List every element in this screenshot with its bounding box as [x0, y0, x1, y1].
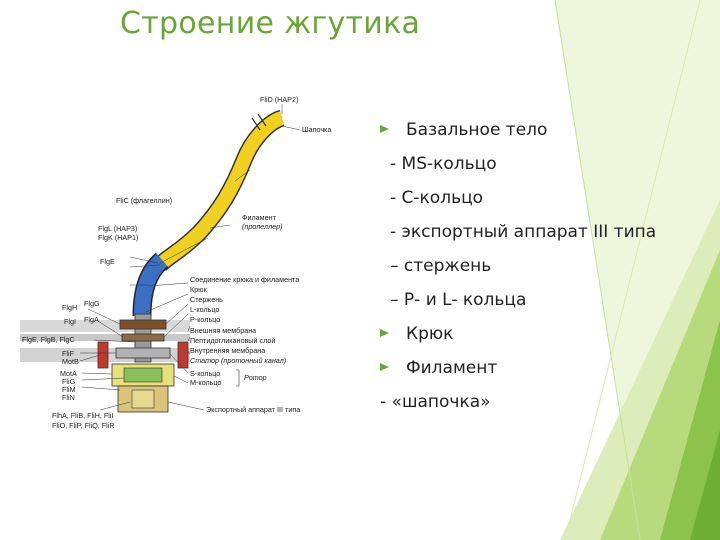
deco-thin-line [554, 0, 641, 540]
label-flgl: FlgL (HAP3) [98, 224, 137, 233]
label-flge: FlgE [100, 257, 115, 266]
sub-item-text: - «шапочка» [380, 392, 491, 412]
sub-item: - экспортный аппарат III типа [390, 222, 656, 246]
deco-dark-sliver [690, 430, 720, 540]
sub-item-text: - MS-кольцо [390, 154, 497, 174]
ms-ring [115, 347, 171, 359]
label-peptidoglycan: Пептидогликановый слой [190, 336, 275, 345]
sub-item: - MS-кольцо [390, 154, 497, 178]
leader-lines [79, 104, 301, 411]
label-flgh: FlgH [62, 303, 77, 312]
label-flgbfc: FlgE, FlgB, FlgC [22, 335, 75, 344]
label-p-ring: P-кольцо [190, 315, 220, 324]
sub-item: – Р- и L- кольца [390, 290, 526, 314]
label-flgi: FlgI [64, 317, 76, 326]
label-flif: FliF [62, 349, 75, 358]
label-hook: Крюк [190, 285, 208, 294]
bullet-text: Филамент [406, 358, 498, 378]
cap-break [251, 113, 267, 131]
label-filament: Филамент [242, 213, 277, 222]
sub-item-text: – стержень [390, 256, 492, 276]
label-rod: Стержень [190, 295, 223, 304]
label-s-ring: S-кольцо [190, 369, 220, 378]
label-motb: MotB [62, 357, 79, 366]
label-flin: FliN [62, 393, 75, 402]
slide-title: Строение жгутика [120, 6, 421, 41]
bullet-item: Крюк [380, 324, 453, 348]
label-mota: MotA [60, 369, 77, 378]
bullet-item: Филамент [380, 358, 497, 382]
export-apparatus-core [131, 389, 155, 409]
sub-item-text: – Р- и L- кольца [390, 290, 527, 310]
peptidoglycan-band [20, 334, 190, 341]
c-ring-inner [123, 367, 163, 383]
label-flim: FliM [62, 385, 76, 394]
label-l-ring: L-кольцо [190, 305, 219, 314]
sub-item: – стержень [390, 256, 491, 280]
bullet-text: Крюк [406, 324, 454, 344]
bullet-arrow-icon [380, 329, 389, 337]
bullet-arrow-icon [380, 363, 389, 371]
rotor-bracket [236, 369, 240, 387]
label-export: Экспортный аппарат III типа [206, 405, 300, 414]
label-flid: FliD (HAP2) [260, 95, 298, 104]
label-junction: Соединение крюка и филамента [190, 275, 299, 284]
label-outer-membrane: Внешняя мембрана [190, 326, 256, 335]
label-inner-membrane: Внутренняя мембрана [190, 346, 265, 355]
bullet-item: Базальное тело [380, 120, 547, 144]
flagellum-diagram: FliD (HAP2) FliC (флагеллин) FlgL (HAP3)… [20, 95, 331, 430]
label-rotor: Ротор [244, 373, 267, 382]
bullet-arrow-icon [380, 125, 389, 133]
label-flic: FliC (флагеллин) [116, 196, 172, 205]
label-m-ring: M-кольцо [190, 378, 221, 387]
label-fli-group-2: FliO, FliP, FliQ, FliR [52, 421, 115, 430]
label-flga: FlgA [84, 315, 99, 324]
stator-left [97, 341, 109, 369]
p-ring [121, 333, 165, 342]
label-flgg: FlgG [84, 299, 100, 308]
label-flgk: FlgK (HAP1) [98, 233, 138, 242]
label-stator: Статор (протонный канал) [190, 356, 286, 365]
label-flig: FliG [62, 377, 76, 386]
l-ring [119, 319, 167, 330]
label-filament-sub: (пропеллер) [242, 222, 283, 231]
hook-fill [134, 253, 168, 317]
sub-item: - С-кольцо [390, 188, 483, 212]
sub-item-text: - экспортный аппарат III типа [390, 222, 657, 242]
sub-item: - «шапочка» [380, 392, 491, 416]
filament-fill [155, 111, 285, 271]
label-cap: Шапочка [302, 125, 331, 134]
label-fli-group-1: FlhA, FliB, FliH, FliI [52, 411, 114, 420]
sub-item-text: - С-кольцо [390, 188, 484, 208]
deco-thin-line-2 [564, 0, 701, 540]
bullet-text: Базальное тело [406, 120, 548, 140]
